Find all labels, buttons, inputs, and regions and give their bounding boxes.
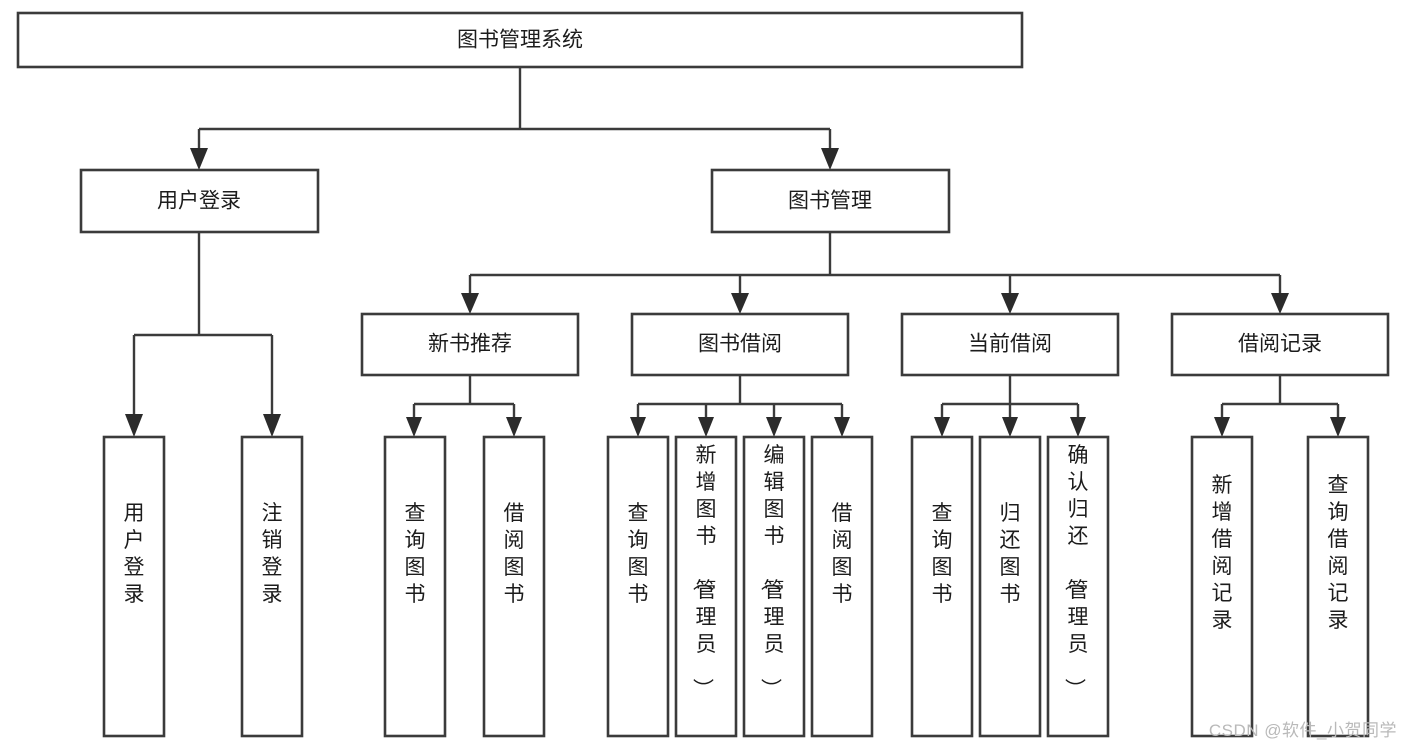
node-user-login-box[interactable] [79, 168, 320, 234]
leaf-node[interactable]: 用户登录 [102, 435, 166, 738]
node-current-borrow-box[interactable] [900, 312, 1120, 377]
leaf-newbook-borrow-label: 借阅图书 [504, 502, 525, 606]
leaf-current-return-box[interactable] [978, 435, 1042, 738]
node-new-book-recommend-box[interactable] [360, 312, 580, 377]
leaf-borrow-edit-box[interactable] [742, 435, 806, 738]
leaf-user-login-box[interactable] [102, 435, 166, 738]
leaf-node[interactable]: 归还图书 [978, 435, 1042, 738]
node-root[interactable]: 图书管理系统 [16, 11, 1024, 69]
arrowhead-leaf-user-1 [125, 414, 143, 437]
leaf-borrow-do-label: 借阅图书 [832, 502, 853, 606]
node-book-management[interactable]: 图书管理 [710, 168, 951, 234]
leaf-user-login-label: 用户登录 [124, 502, 145, 606]
leaf-borrow-query-label: 查询图书 [628, 502, 649, 606]
node-root-box[interactable] [16, 11, 1024, 69]
leaf-current-confirm-box[interactable] [1046, 435, 1110, 738]
leaf-newbook-query-box[interactable] [383, 435, 447, 738]
node-current-borrow-label: 当前借阅 [968, 333, 1052, 356]
connector-layer [132, 67, 1340, 418]
arrowhead-bookmgmt [821, 148, 839, 170]
node-borrow-records[interactable]: 借阅记录 [1170, 312, 1390, 377]
leaf-current-query-label: 查询图书 [932, 502, 953, 606]
node-book-borrow-box[interactable] [630, 312, 850, 377]
node-current-borrow[interactable]: 当前借阅 [900, 312, 1120, 377]
node-book-management-label: 图书管理 [788, 190, 872, 213]
leaf-node[interactable]: 新增借阅记录 [1190, 435, 1254, 738]
node-user-login[interactable]: 用户登录 [79, 168, 320, 234]
leaf-records-add-label: 新增借阅记录 [1212, 474, 1233, 632]
arrowhead-leaf-borrow-2 [698, 417, 714, 437]
arrowhead-leaf-newbook-1 [406, 417, 422, 437]
leaf-node[interactable]: 编辑图书（管理员） [742, 435, 806, 738]
leaf-newbook-query-label: 查询图书 [405, 502, 426, 606]
arrowhead-layer [125, 148, 1346, 437]
arrowhead-leaf-newbook-2 [506, 417, 522, 437]
leaf-current-query-box[interactable] [910, 435, 974, 738]
arrowhead-leaf-current-1 [934, 417, 950, 437]
leaf-node[interactable]: 查询图书 [383, 435, 447, 738]
arrowhead-leaf-borrow-1 [630, 417, 646, 437]
leaf-node[interactable]: 查询图书 [606, 435, 670, 738]
arrowhead-bookborrow [731, 293, 749, 314]
leaf-logout-box[interactable] [240, 435, 304, 738]
arrowhead-newbook [461, 293, 479, 314]
leaf-node[interactable]: 注销登录 [240, 435, 304, 738]
leaf-node[interactable]: 查询借阅记录 [1306, 435, 1370, 738]
leaf-node[interactable]: 借阅图书 [810, 435, 874, 738]
leaf-borrow-add-label: 新增图书（管理员） [691, 444, 717, 699]
arrowhead-currentborrow [1001, 293, 1019, 314]
node-book-borrow[interactable]: 图书借阅 [630, 312, 850, 377]
node-new-book-recommend-label: 新书推荐 [428, 333, 512, 356]
leaf-records-query-box[interactable] [1306, 435, 1370, 738]
node-book-borrow-label: 图书借阅 [698, 333, 782, 356]
arrowhead-leaf-records-1 [1214, 417, 1230, 437]
leaf-borrow-query-box[interactable] [606, 435, 670, 738]
leaf-current-return-label: 归还图书 [1000, 502, 1021, 606]
leaf-node[interactable]: 新增图书（管理员） [674, 435, 738, 738]
arrowhead-leaf-borrow-3 [766, 417, 782, 437]
node-borrow-records-label: 借阅记录 [1238, 333, 1322, 356]
node-book-management-box[interactable] [710, 168, 951, 234]
leaf-current-confirm-label: 确认归还（管理员） [1063, 444, 1089, 699]
arrowhead-leaf-records-2 [1330, 417, 1346, 437]
leaf-node[interactable]: 借阅图书 [482, 435, 546, 738]
arrowhead-leaf-current-3 [1070, 417, 1086, 437]
arrowhead-userlogin [190, 148, 208, 170]
node-borrow-records-box[interactable] [1170, 312, 1390, 377]
leaf-newbook-borrow-box[interactable] [482, 435, 546, 738]
leaf-borrow-add-box[interactable] [674, 435, 738, 738]
arrowhead-leaf-current-2 [1002, 417, 1018, 437]
leaf-node[interactable]: 查询图书 [910, 435, 974, 738]
leaf-borrow-edit-label: 编辑图书（管理员） [759, 444, 785, 699]
leaf-node[interactable]: 确认归还（管理员） [1046, 435, 1110, 738]
leaf-borrow-do-box[interactable] [810, 435, 874, 738]
node-root-label: 图书管理系统 [457, 29, 583, 52]
watermark-label: CSDN @软件_小贺同学 [1208, 721, 1397, 740]
arrowhead-borrowrecords [1271, 293, 1289, 314]
node-user-login-label: 用户登录 [157, 190, 241, 213]
leaf-records-add-box[interactable] [1190, 435, 1254, 738]
leaf-logout-label: 注销登录 [262, 502, 283, 606]
leaf-records-query-label: 查询借阅记录 [1328, 474, 1349, 632]
node-new-book-recommend[interactable]: 新书推荐 [360, 312, 580, 377]
arrowhead-leaf-user-2 [263, 414, 281, 437]
arrowhead-leaf-borrow-4 [834, 417, 850, 437]
